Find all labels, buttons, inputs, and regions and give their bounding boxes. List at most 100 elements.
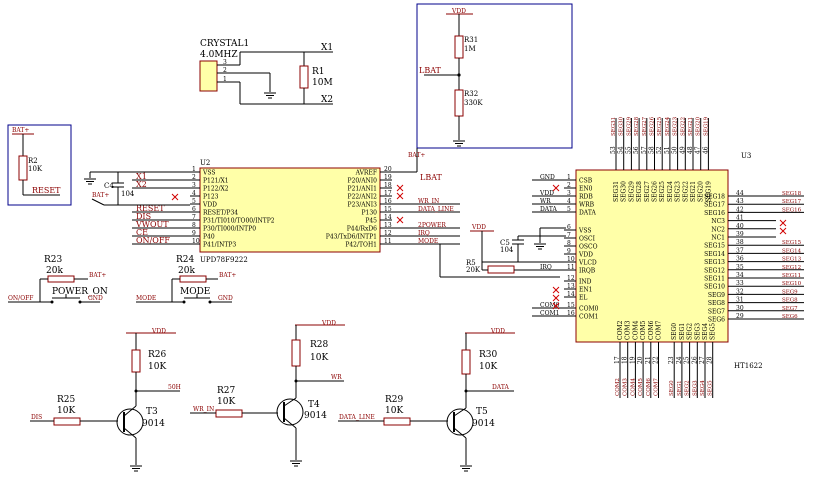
r27-value: 10K [217, 397, 235, 407]
t3-body [116, 408, 144, 436]
u3-net-label: SEG10 [782, 281, 802, 287]
crystal-pin1: 1 [223, 76, 227, 83]
u3-pin-num: 15 [567, 302, 575, 309]
u2-pin-name: P42/TOH1 [345, 242, 377, 249]
u2-net-label: MODE [418, 238, 438, 245]
u2-net-label: VWOUT [135, 220, 169, 229]
u3-pin-num: 29 [736, 313, 744, 320]
t4-name: T4 [308, 400, 320, 410]
u3-pin-num: 2 [567, 182, 571, 189]
t4-collector-net: WR [331, 374, 342, 381]
r25-value: 10K [57, 406, 75, 416]
u3-pin-num: 36 [736, 256, 744, 263]
r25-body [53, 417, 81, 426]
u3-pin-name: DATA [579, 210, 596, 217]
u3-pin-num: 12 [567, 275, 575, 282]
sw-power-name: POWER_ON [52, 287, 108, 297]
u2-ref: U2 [200, 159, 210, 167]
u3-net-label: COM1 [540, 310, 559, 317]
u3-pin-num: 57 [641, 146, 648, 154]
u2-pin-name: P123 [203, 194, 219, 201]
r1-name: R1 [312, 67, 325, 77]
u3-net-label: SEG3 [692, 380, 698, 396]
u2-pin-name: P43/TxD6/INTP1 [326, 234, 377, 241]
t3-collector-net: 50H [168, 384, 181, 391]
u3-net-label: SEG15 [782, 240, 802, 246]
r32-name: R32 [464, 90, 478, 98]
u3-pin-name: OSCI [579, 236, 596, 243]
u3-part: HT1622 [734, 362, 763, 370]
u3-net-label: DATA [540, 206, 557, 213]
t4-body [276, 398, 304, 426]
r29-name: R29 [385, 395, 404, 405]
u3-pin-name: EL [579, 295, 587, 302]
u3-pin-num: 30 [736, 305, 744, 312]
vdd-label-divider: VDD [451, 8, 466, 15]
u2-pin-name: P21/ANI1 [348, 186, 377, 193]
u3-net-label: GND [540, 174, 555, 181]
r27-name: R27 [217, 386, 236, 396]
u3-pin-name: SEG24 [667, 181, 674, 202]
u2-body [199, 167, 381, 253]
u3-pin-num: 46 [702, 146, 709, 154]
u3-pin-num: 3 [567, 190, 571, 197]
t5-base-net: DATA_LINE [339, 414, 375, 421]
u3-pin-name: RDB [579, 194, 593, 201]
r29-body [383, 417, 411, 426]
u3-pin-num: 24 [676, 356, 683, 364]
sw-power-right-net: GND [88, 295, 103, 302]
u2-pin-num: 19 [384, 174, 392, 181]
u3-pin-num: 42 [736, 206, 744, 213]
r30-name: R30 [479, 350, 498, 360]
u3-pin-num: 55 [625, 146, 632, 154]
u3-pin-num: 13 [567, 283, 575, 290]
u3-pin-name: COM2 [617, 320, 624, 340]
t5-name: T5 [476, 407, 488, 417]
u2-pin-num: 4 [192, 190, 196, 197]
u2-pin-num: 12 [384, 230, 392, 237]
u3-net-label: COM4 [630, 378, 636, 396]
u3-pin-name: SEG30 [621, 181, 628, 202]
sw-mode-right-net: GND [218, 295, 233, 302]
u3-net-label: COM2 [615, 378, 621, 396]
u3-ref: U3 [741, 152, 751, 160]
u3-pin-name: SEG31 [613, 181, 620, 202]
u2-net-label: X1 [136, 172, 147, 181]
u3-pin-num: 39 [736, 231, 744, 238]
u3-net-label: SEG17 [782, 199, 802, 205]
u3-pin-num: 16 [567, 310, 575, 317]
sw-mode-name: MODE [180, 287, 210, 297]
u3-pin-num: 8 [567, 240, 571, 247]
r25-name: R25 [57, 395, 76, 405]
u3-pin-name: SEG6 [708, 317, 725, 324]
u3-pin-num: 49 [679, 146, 686, 154]
r5-name: R5 [466, 259, 476, 267]
u2-pin-num: 18 [384, 182, 392, 189]
u3-net-label: SEG18 [782, 191, 802, 197]
t3-stage: VDD R26 10K 50H R25 10K DIS T3 9014 [30, 328, 181, 472]
u3-pin-num: 20 [637, 356, 644, 364]
u3-pin-num: 6 [567, 224, 571, 231]
u3-pin-name: SEG22 [682, 181, 689, 202]
u3-pin-num: 37 [736, 247, 744, 254]
u3-net-label: SEG28 [634, 116, 640, 136]
r5-value: 20K [466, 266, 481, 274]
u2-pin-num: 1 [192, 166, 196, 173]
r26-name: R26 [148, 350, 167, 360]
t3-name: T3 [146, 407, 158, 417]
u2-pin-name: AVREF [355, 170, 377, 177]
u3-net-label: COM5 [638, 378, 644, 396]
u2-pin-name: P122/X2 [203, 186, 229, 193]
u3-net-label: SEG12 [782, 265, 801, 271]
u3-net-label: SEG25 [657, 116, 663, 136]
r31-body [454, 35, 464, 59]
u3-pin-name: SEG26 [652, 181, 659, 202]
u3-net-label: SEG21 [688, 117, 694, 136]
u3-pin-num: 23 [668, 356, 675, 364]
u3-pin-num: 19 [629, 356, 636, 364]
u3-pin-name: SEG10 [704, 284, 725, 291]
u2-net-label: DATA_LINE [418, 206, 454, 213]
lbat-divider-block: VDD R31 1M LBAT R32 330K [416, 3, 573, 149]
c5-name: C5 [500, 239, 510, 247]
